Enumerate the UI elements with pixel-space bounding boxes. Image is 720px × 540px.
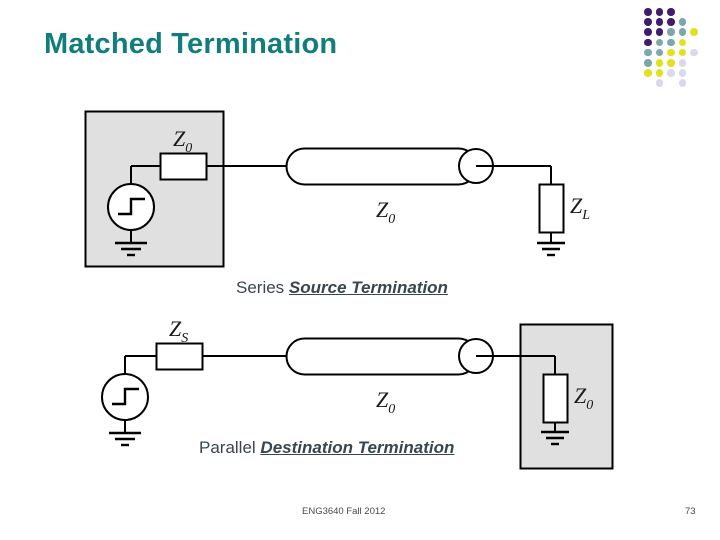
logo-dot <box>644 69 652 77</box>
transmission-line-label-2: Z0 <box>376 387 395 417</box>
caption-series-plain: Series <box>236 278 289 297</box>
series-resistor-label: Z0 <box>173 126 192 156</box>
logo-dot <box>678 38 687 47</box>
caption-series-emphasis: Source Termination <box>288 278 448 297</box>
logo-dot <box>678 48 687 57</box>
logo-dot <box>667 48 675 57</box>
logo-dot <box>667 69 675 77</box>
page-title: Matched Termination <box>44 28 338 60</box>
series-resistor-sub-2: S <box>181 331 188 346</box>
logo-dot <box>644 28 652 36</box>
logo-dot <box>690 28 698 36</box>
transmission-line-label: Z0 <box>376 197 395 227</box>
series-resistor-label-2: ZS <box>169 316 188 346</box>
logo-dot <box>644 8 652 16</box>
logo-dot <box>655 48 664 57</box>
caption-series-source-termination: Series Source Termination <box>236 278 448 298</box>
load-resistor-body <box>538 183 565 234</box>
logo-dot <box>655 79 664 87</box>
logo-dot <box>678 28 687 36</box>
logo-dot <box>655 28 664 36</box>
termination-resistor-label: Z0 <box>574 383 593 413</box>
footer-course-label: ENG3640 Fall 2012 <box>302 506 386 517</box>
transmission-line-body <box>285 147 478 186</box>
transmission-line-sub-2: 0 <box>388 402 395 417</box>
logo-dot <box>644 18 652 26</box>
logo-dot <box>644 59 652 67</box>
logo-dot <box>655 8 664 16</box>
logo-dot <box>655 59 664 67</box>
logo-dot <box>690 48 698 57</box>
logo-dot <box>644 48 652 57</box>
termination-resistor-sub: 0 <box>586 398 593 413</box>
logo-dot <box>678 79 687 87</box>
logo-dot <box>667 8 675 16</box>
step-waveform-icon <box>118 197 145 216</box>
series-resistor-body <box>159 152 208 181</box>
logo-dot <box>655 69 664 77</box>
logo-dot <box>667 59 675 67</box>
caption-parallel-emphasis: Destination Termination <box>260 438 455 457</box>
load-resistor-sub: L <box>581 208 590 223</box>
load-resistor-label: ZL <box>570 193 590 223</box>
termination-resistor-body <box>542 373 569 424</box>
caption-parallel-plain: Parallel <box>199 438 261 457</box>
logo-dot <box>678 18 687 26</box>
logo-dot <box>655 18 664 26</box>
series-resistor-sub: 0 <box>185 141 192 156</box>
logo-dot <box>655 38 664 47</box>
dot-grid-logo <box>644 8 712 90</box>
logo-dot <box>644 38 652 47</box>
logo-dot <box>667 38 675 47</box>
caption-parallel-destination-termination: Parallel Destination Termination <box>199 438 454 458</box>
footer-page-number: 73 <box>685 506 696 517</box>
source-block-box <box>84 110 225 268</box>
parallel-destination-termination-circuit: ZS Z0 Z0 <box>101 316 614 470</box>
transmission-line-sub: 0 <box>388 212 395 227</box>
logo-dot <box>678 59 687 67</box>
logo-dot <box>667 18 675 26</box>
series-resistor-body-2 <box>155 342 204 371</box>
logo-dot <box>678 69 687 77</box>
step-waveform-icon-2 <box>112 387 139 406</box>
transmission-line-body-2 <box>285 337 478 376</box>
series-source-termination-circuit: Z0 Z0 ZL <box>84 110 590 268</box>
logo-dot <box>667 28 675 36</box>
